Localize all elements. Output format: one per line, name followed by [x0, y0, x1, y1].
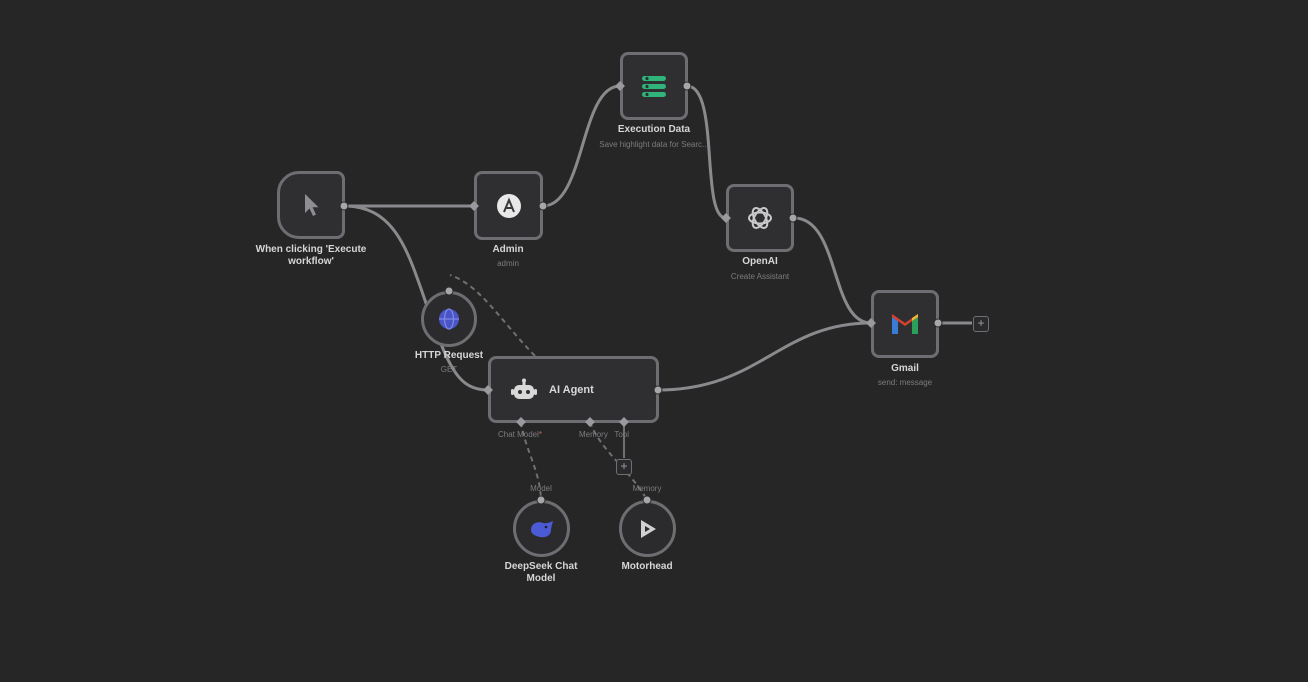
openai-subtitle: Create Assistant — [730, 272, 790, 281]
gmail-icon — [892, 314, 918, 334]
deepseek-handle-label: Model — [530, 484, 552, 493]
execution-data-icon — [642, 76, 666, 97]
node-execution-data[interactable] — [620, 52, 688, 120]
ai-agent-label: AI Agent — [549, 383, 594, 396]
openai-icon — [748, 207, 772, 229]
node-deepseek-chat-model[interactable] — [513, 500, 570, 557]
memory-tool-port-label: Memory Tool — [578, 430, 630, 439]
motorhead-label: Motorhead — [621, 561, 673, 572]
admin-subtitle: admin — [497, 259, 519, 268]
execdata-output-port[interactable] — [682, 81, 692, 91]
wire-agent-gmail — [657, 321, 872, 392]
ai-agent-output-port[interactable] — [653, 385, 663, 395]
wire-trigger-http — [343, 204, 434, 321]
chat-model-port-text: Chat Model — [497, 430, 539, 439]
chat-model-required-mark: * — [538, 430, 543, 439]
trigger-label: When clicking 'Execute workflow' — [255, 244, 367, 267]
node-admin[interactable] — [474, 171, 543, 240]
http-label: HTTP Request — [414, 350, 484, 361]
wire-agent-motorhead — [589, 421, 648, 501]
node-ai-agent[interactable]: AI Agent — [488, 356, 659, 423]
openai-label: OpenAI — [742, 256, 778, 267]
gmail-add-next-button[interactable]: + — [973, 316, 989, 332]
gmail-output-port[interactable] — [933, 318, 943, 328]
wire-execdata-openai — [686, 84, 727, 220]
execdata-label: Execution Data — [617, 124, 691, 135]
wire-admin-execdata — [542, 84, 621, 208]
trigger-output-port[interactable] — [339, 201, 349, 211]
motorhead-handle[interactable] — [642, 495, 652, 505]
wire-openai-gmail — [793, 216, 872, 325]
node-gmail[interactable] — [871, 290, 939, 358]
deepseek-icon — [530, 520, 553, 537]
admin-label: Admin — [492, 244, 524, 255]
motorhead-icon — [640, 519, 656, 538]
admin-icon — [496, 193, 521, 218]
gmail-subtitle: send: message — [877, 378, 933, 387]
node-openai[interactable] — [726, 184, 794, 252]
openai-output-port[interactable] — [788, 213, 798, 223]
http-tool-handle[interactable] — [444, 286, 454, 296]
wire-agent-http-tool — [449, 274, 536, 357]
robot-icon — [511, 378, 537, 399]
admin-output-port[interactable] — [538, 201, 548, 211]
node-manual-trigger[interactable] — [277, 171, 345, 239]
cursor-icon — [305, 194, 319, 216]
motorhead-handle-label: Memory — [632, 484, 662, 493]
globe-icon — [439, 308, 459, 330]
node-http-request[interactable] — [421, 291, 477, 347]
gmail-label: Gmail — [891, 363, 919, 374]
wire-agent-deepseek — [520, 421, 542, 501]
chat-model-port-label: Chat Model* — [498, 430, 542, 439]
deepseek-label: DeepSeek Chat Model — [504, 561, 578, 584]
node-motorhead[interactable] — [619, 500, 676, 557]
ai-agent-add-tool-button[interactable]: + — [616, 459, 632, 475]
execdata-subtitle: Save highlight data for Searc... — [599, 140, 709, 149]
http-subtitle: GET — [440, 365, 458, 374]
deepseek-handle[interactable] — [536, 495, 546, 505]
